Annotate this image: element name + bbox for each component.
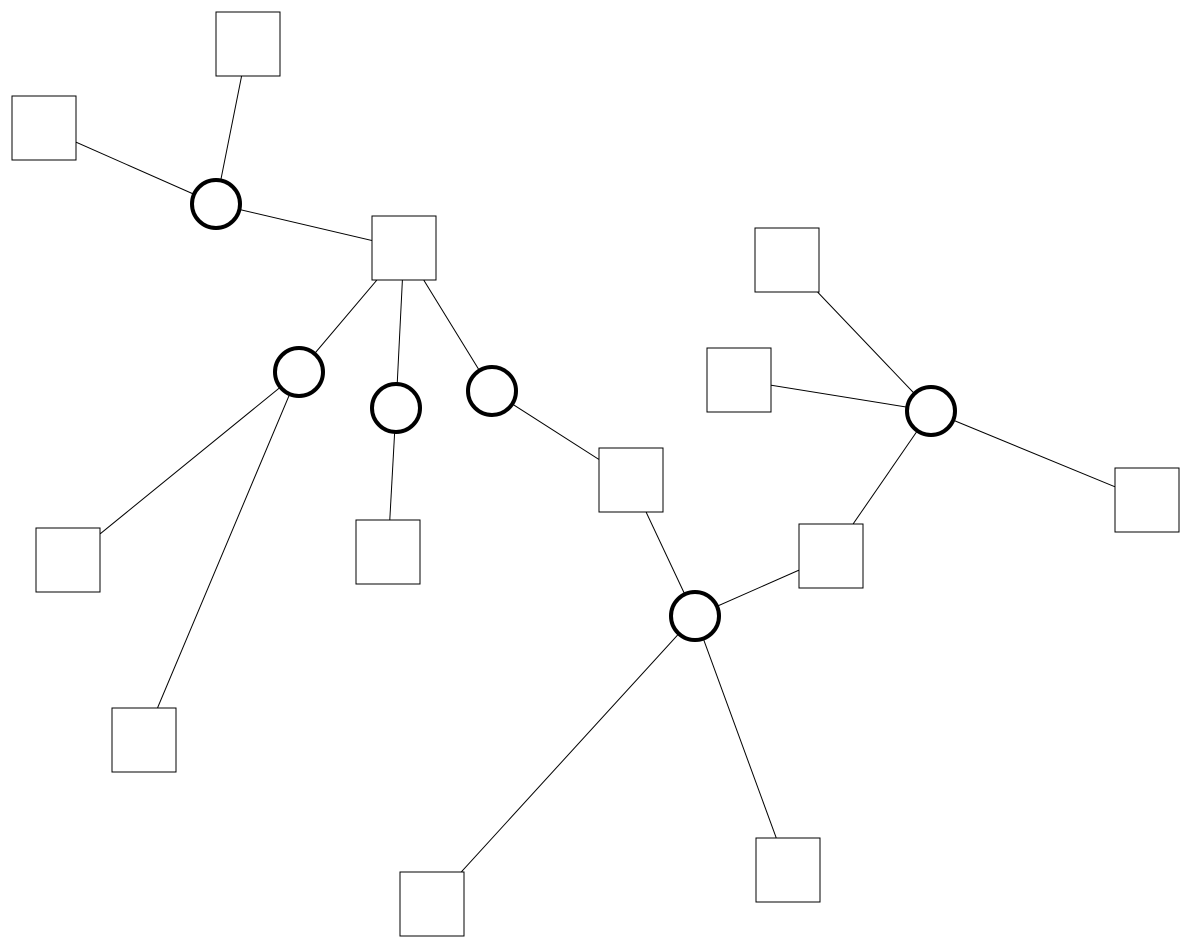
edge-c2-s4	[67, 371, 300, 561]
circle-node	[370, 382, 422, 434]
square-node	[399, 871, 465, 937]
square-node	[111, 707, 177, 773]
circle-node	[273, 346, 325, 398]
circle-node	[669, 590, 721, 642]
square-node	[598, 447, 664, 513]
circle-node	[190, 178, 242, 230]
circle-node	[905, 385, 957, 437]
square-node	[35, 527, 101, 593]
square-node	[215, 11, 281, 77]
edge-c6-s13	[930, 410, 1148, 501]
square-node	[755, 837, 821, 903]
square-node	[1114, 467, 1180, 533]
nodes-layer	[11, 11, 1180, 937]
square-node	[706, 347, 772, 413]
square-node	[371, 215, 437, 281]
square-node	[754, 227, 820, 293]
circle-node	[466, 365, 518, 417]
square-node	[355, 519, 421, 585]
edge-c5-s10	[694, 615, 789, 871]
square-node	[11, 95, 77, 161]
edge-c5-s9	[431, 615, 696, 905]
edge-c2-s5	[143, 371, 300, 741]
square-node	[798, 523, 864, 589]
edges-layer	[43, 43, 1148, 905]
